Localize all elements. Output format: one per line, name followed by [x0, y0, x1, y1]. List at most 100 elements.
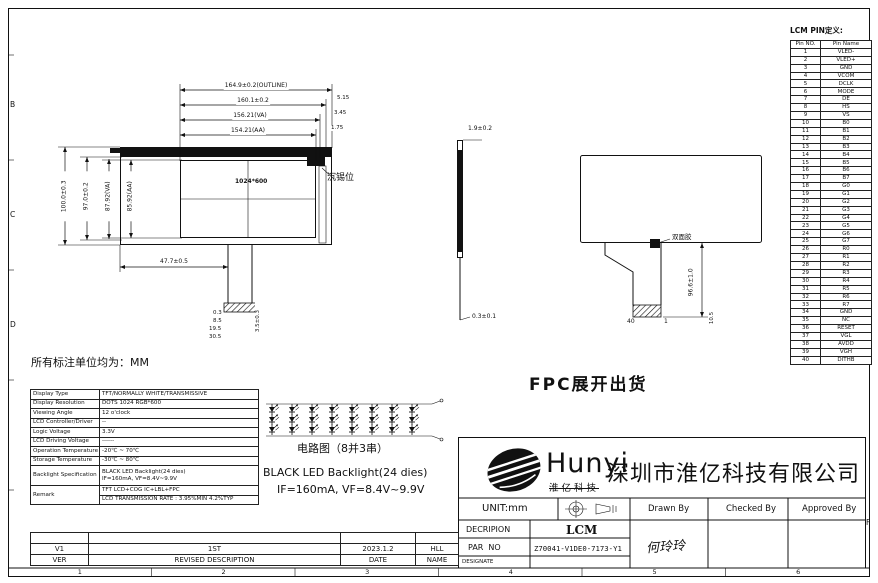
spec-label: Display Resolution — [30, 398, 100, 409]
spec-value: -20℃ ~ 70℃ — [99, 446, 259, 457]
pin-number: 37 — [790, 331, 821, 341]
pin-row: 16 B6 — [790, 166, 872, 176]
pin-row: 27 R1 — [790, 253, 872, 262]
tape-note-label: 双面胶 — [672, 233, 692, 241]
pin-number: 29 — [790, 268, 821, 278]
pin-row: 1 VLED- — [790, 47, 872, 57]
pin-row: 9 VS — [790, 111, 872, 120]
pin-number: 22 — [790, 213, 821, 223]
pin-row: 8 HS — [790, 103, 872, 113]
pin-number: 18 — [790, 182, 821, 191]
pin-row: 10 B0 — [790, 118, 872, 128]
pin-number: 28 — [790, 260, 821, 270]
pin-row: 14 B4 — [790, 150, 872, 160]
dim-aa-height: 85.92(AA) — [127, 171, 135, 222]
pin-row: 6 MODE — [790, 87, 872, 97]
pin-row: 4 VCOM — [790, 71, 872, 81]
fpc-length-dim: 96.6±1.0 — [688, 257, 696, 308]
side-thickness-dim: 1.9±0.2 — [467, 125, 494, 133]
revision-row: V1 1ST 2023.1.2 HLL — [30, 543, 459, 555]
pin-table-title: LCM PIN定义: — [790, 26, 843, 35]
pin-number: 6 — [790, 87, 821, 97]
pin-number: 9 — [790, 111, 821, 120]
pin-name: G5 — [820, 221, 872, 231]
pin-number: 24 — [790, 229, 821, 239]
pin-number: 39 — [790, 347, 821, 357]
pin-number: 20 — [790, 197, 821, 207]
pin-no-header: Pin NO. — [790, 40, 821, 49]
pin-name: VGL — [820, 331, 872, 341]
dim-va-width: 156.21(VA) — [232, 112, 268, 120]
brand-logo-icon — [485, 448, 542, 492]
spec-label: Storage Temperature — [30, 455, 100, 466]
pin-name: GND — [820, 308, 872, 318]
pin-number: 7 — [790, 95, 821, 105]
pin-number: 8 — [790, 103, 821, 113]
spec-label: Backlight Specification — [30, 465, 100, 486]
pin-number: 27 — [790, 253, 821, 262]
pin-name: VS — [820, 111, 872, 120]
zone-letter-c: C — [10, 210, 16, 219]
dim-right-3: 1.75 — [330, 125, 345, 132]
rev-h-date: DATE — [340, 554, 416, 566]
pin-row: 37 VGL — [790, 331, 872, 341]
pin-number: 12 — [790, 134, 821, 144]
pin-name: G3 — [820, 205, 872, 215]
pin-row: 12 B2 — [790, 134, 872, 144]
pin-name: B4 — [820, 150, 872, 160]
drawn-by-signature: 何玲玲 — [645, 538, 686, 557]
zone-number: 6 — [796, 568, 801, 576]
dim-fpc-offset: 47.7±0.5 — [159, 258, 189, 266]
spec-value: LCD TRANSMISSION RATE : 3.95%MIN 4.2%TYP — [99, 494, 259, 505]
pin-name: R3 — [820, 268, 872, 278]
pin-row: 20 G2 — [790, 197, 872, 207]
revision-empty-row — [30, 532, 459, 544]
pin-row: 31 R5 — [790, 284, 872, 294]
pin-row: 30 R4 — [790, 276, 872, 286]
pin-number: 10 — [790, 118, 821, 128]
pin-name: G6 — [820, 229, 872, 239]
pin-row: 15 B5 — [790, 158, 872, 168]
pin-row: 5 DCLK — [790, 79, 872, 89]
spec-value: DOTS 1024 RGB*600 — [99, 398, 259, 409]
fpc-dim-rot: 3.5±0.3 — [254, 301, 262, 342]
pin-number: 23 — [790, 221, 821, 231]
pin-name: MODE — [820, 87, 872, 97]
pin-number: 34 — [790, 308, 821, 318]
pin-number: 19 — [790, 189, 821, 199]
pin-row: 40 DITHB — [790, 355, 872, 365]
fpc-dim-3: 19.5 — [209, 326, 222, 332]
pin-name: G2 — [820, 197, 872, 207]
pin-row: 23 G5 — [790, 221, 872, 231]
fpc-width-dim: 10.5 — [708, 308, 716, 329]
pin-number: 11 — [790, 126, 821, 136]
brand-subtitle: 淮亿科技 — [549, 483, 600, 494]
pin-row: 34 GND — [790, 308, 872, 318]
pin-row: 25 G7 — [790, 237, 872, 247]
spec-label: LCD Controller/Driver — [30, 417, 100, 428]
pin-name: G4 — [820, 213, 872, 223]
zone-letter-d: D — [10, 320, 16, 329]
spec-value: ------ — [99, 436, 259, 447]
fpc-dim-1: 0.3 — [213, 310, 222, 316]
zone-number: 1 — [77, 568, 82, 576]
rev-h-desc: REVISED DESCRIPTION — [88, 554, 341, 566]
zone-number: 2 — [221, 568, 226, 576]
pin-number: 3 — [790, 63, 821, 73]
pin-row: 32 R6 — [790, 292, 872, 302]
pin-row: 24 G6 — [790, 229, 872, 239]
aa-resolution-label: 1024*600 — [235, 178, 268, 185]
pin-name: VLED- — [820, 47, 872, 57]
fpc-unfold-title: FPC展开出货 — [529, 375, 648, 395]
pin-row: 22 G4 — [790, 213, 872, 223]
fpc-dim-4: 30.5 — [209, 334, 222, 340]
pin-40-label: 40 — [627, 318, 635, 325]
spec-value: -- — [99, 417, 259, 428]
rev-ver: V1 — [30, 543, 89, 555]
spec-label: Remark — [30, 485, 100, 505]
dim-va-height: 87.92(VA) — [105, 171, 113, 222]
backlight-spec-line1: BLACK LED Backlight(24 dies) — [102, 468, 186, 475]
